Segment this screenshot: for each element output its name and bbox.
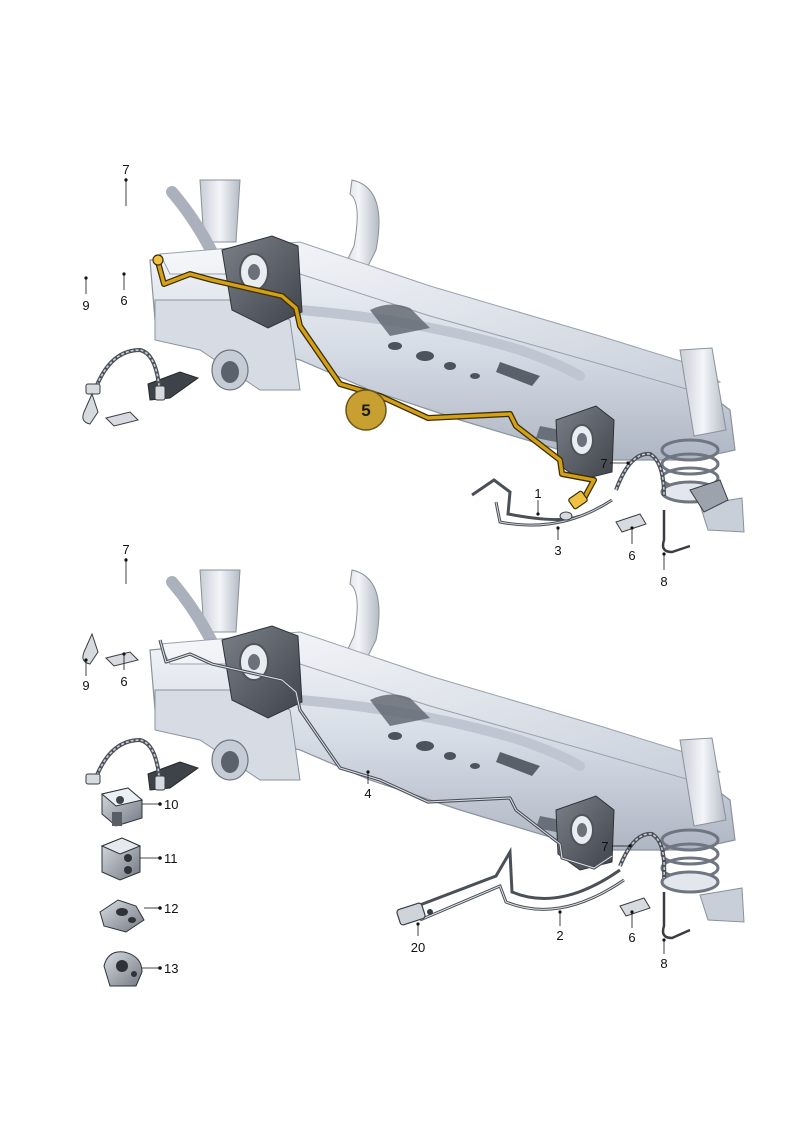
callout-pipe-main: 4: [364, 770, 372, 801]
svg-text:9: 9: [82, 298, 89, 313]
callout-bolt-left: 9: [82, 276, 90, 313]
svg-text:7: 7: [601, 839, 608, 854]
callout-line-bottom-lower: 2: [556, 910, 564, 943]
svg-text:7: 7: [122, 542, 129, 557]
banjo-bolt-right[interactable]: [661, 510, 691, 554]
callout-hose-right-lower: 7: [601, 839, 632, 854]
hose-bracket-left-lower[interactable]: [105, 651, 139, 667]
callout-bracket-left-lower: 6: [120, 652, 128, 689]
callout-clip: 20: [411, 922, 425, 955]
holder-10-label: 10: [164, 797, 178, 812]
holder-13-label: 13: [164, 961, 178, 976]
pipe-end-fitting-top: [152, 254, 164, 266]
svg-text:6: 6: [120, 674, 127, 689]
callout-bolt-right-lower: 8: [660, 938, 668, 971]
holder-11-label: 11: [164, 851, 178, 866]
svg-text:4: 4: [364, 786, 371, 801]
pipe-clip[interactable]: [396, 902, 426, 926]
svg-text:2: 2: [556, 928, 563, 943]
holder-11[interactable]: 11: [100, 837, 178, 881]
callout-bracket-left: 6: [120, 272, 128, 308]
holder-13[interactable]: 13: [103, 951, 178, 987]
pipe-holder-block-icon: [100, 787, 144, 827]
svg-text:6: 6: [120, 293, 127, 308]
callout-bolt-left-lower: 9: [82, 658, 90, 693]
svg-text:7: 7: [600, 456, 607, 471]
callout-hose-left: 7: [122, 162, 130, 206]
top-assembly: 5 7 6 9 1 3 7: [82, 162, 744, 589]
holder-12-label: 12: [164, 901, 178, 916]
callout-line-center: 1: [534, 486, 542, 516]
holder-12[interactable]: 12: [99, 899, 178, 933]
svg-text:6: 6: [628, 548, 635, 563]
pipe-holder-clip-icon: [99, 899, 145, 933]
svg-text:6: 6: [628, 930, 635, 945]
highlight-badge: [345, 389, 387, 431]
callout-bolt-right: 8: [660, 552, 668, 589]
highlight-badge-label: 5: [361, 401, 370, 420]
pipe-union-highlighted[interactable]: [568, 490, 588, 510]
pipe-holder-double-icon: [100, 837, 142, 881]
svg-text:8: 8: [660, 956, 667, 971]
callout-bracket-right: 6: [628, 526, 636, 563]
callout-hose-left-lower: 7: [122, 542, 130, 584]
banjo-bolt-left-lower[interactable]: [82, 632, 99, 665]
banjo-bolt-left[interactable]: [82, 392, 99, 425]
svg-text:3: 3: [554, 543, 561, 558]
hose-bracket-right[interactable]: [615, 513, 647, 533]
bottom-assembly: 7 6 9 4 2 20 7: [82, 542, 744, 971]
svg-text:20: 20: [411, 940, 425, 955]
callout-line-bottom: 3: [554, 526, 562, 558]
svg-text:7: 7: [122, 162, 129, 177]
svg-text:9: 9: [82, 678, 89, 693]
hose-bracket-left[interactable]: [105, 411, 139, 427]
svg-text:8: 8: [660, 574, 667, 589]
mount-bracket: [689, 479, 729, 513]
pipe-holder-round-icon: [103, 951, 143, 987]
callout-hose-right: 7: [600, 456, 630, 471]
holder-10[interactable]: 10: [100, 787, 178, 827]
svg-text:1: 1: [534, 486, 541, 501]
brake-line-3[interactable]: [494, 498, 613, 527]
rear-axle-subframe: [148, 180, 744, 532]
callout-bracket-right-lower: 6: [628, 910, 636, 945]
brake-line-2[interactable]: [411, 846, 621, 910]
banjo-bolt-right-lower[interactable]: [661, 892, 691, 940]
brake-pipe-highlighted-fill: [156, 261, 596, 503]
hose-bracket-right-lower[interactable]: [619, 897, 651, 917]
rear-axle-subframe-lower: [148, 570, 744, 922]
